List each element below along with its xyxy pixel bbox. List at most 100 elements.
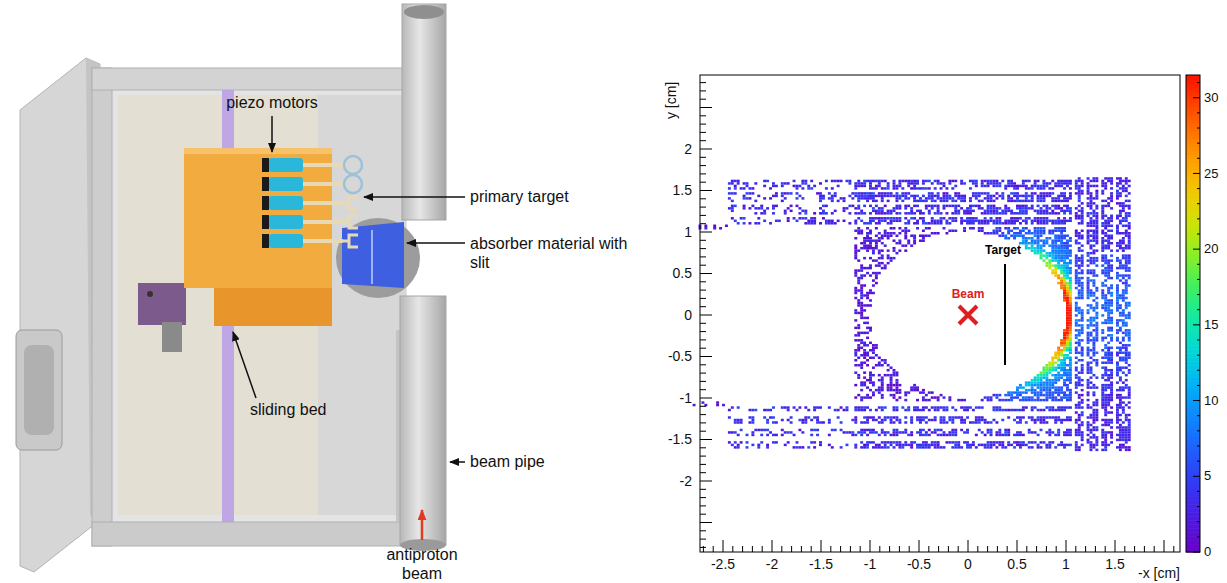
hit-cell: [1022, 239, 1025, 241]
hit-cell: [846, 444, 849, 446]
hit-cell: [1037, 195, 1040, 197]
hit-cell: [922, 234, 925, 236]
hit-cell: [875, 347, 878, 349]
hit-cell: [1031, 381, 1034, 383]
hit-cell: [875, 187, 878, 189]
hit-cell: [895, 386, 898, 388]
hit-cell: [860, 289, 863, 291]
hit-cell: [887, 234, 890, 236]
hit-cell: [1025, 444, 1028, 446]
hit-cell: [875, 210, 878, 212]
hit-cell: [863, 242, 866, 244]
hit-cell: [854, 419, 857, 421]
hit-cell: [763, 185, 766, 187]
hit-cell: [787, 406, 790, 408]
hit-cell: [860, 446, 863, 448]
hit-cell: [772, 195, 775, 197]
hit-cell: [872, 366, 875, 368]
hit-cell: [740, 187, 743, 189]
hit-cell: [916, 399, 919, 401]
hit-cell: [884, 359, 887, 361]
hit-cell: [834, 180, 837, 182]
hit-cell: [1025, 391, 1028, 393]
hit-cell: [854, 406, 857, 408]
hit-cell: [875, 180, 878, 182]
hit-cell: [978, 200, 981, 202]
hit-cell: [796, 197, 799, 199]
hit-cell: [904, 429, 907, 431]
hit-cell: [1031, 391, 1034, 393]
hit-cell: [860, 182, 863, 184]
hit-cell: [954, 180, 957, 182]
hit-cell: [910, 210, 913, 212]
hit-cell: [743, 182, 746, 184]
hit-cell: [887, 237, 890, 239]
hit-cell: [857, 192, 860, 194]
hit-cell: [860, 389, 863, 391]
hit-cell: [743, 207, 746, 209]
hit-cell: [887, 262, 890, 264]
hit-cell: [993, 195, 996, 197]
hit-cell: [884, 234, 887, 236]
hit-cell: [887, 210, 890, 212]
hit-cell: [1013, 227, 1016, 229]
hit-cell: [1037, 205, 1040, 207]
hit-cell: [913, 409, 916, 411]
hit-cell: [763, 180, 766, 182]
hit-cell: [831, 220, 834, 222]
hit-cell: [1007, 210, 1010, 212]
hit-cell: [863, 354, 866, 356]
hit-cell: [869, 416, 872, 418]
hit-cell: [1007, 431, 1010, 433]
hit-cell: [766, 419, 769, 421]
hit-cell: [813, 217, 816, 219]
hit-cell: [878, 272, 881, 274]
hit-cell: [1007, 409, 1010, 411]
hit-cell: [857, 249, 860, 251]
hit-cell: [890, 419, 893, 421]
hit-cell: [898, 205, 901, 207]
hit-cell: [1025, 399, 1028, 401]
hit-cell: [854, 446, 857, 448]
hit-cell: [969, 421, 972, 423]
hit-cell: [966, 429, 969, 431]
hit-cell: [969, 210, 972, 212]
hit-cell: [769, 222, 772, 224]
hit-cell: [801, 180, 804, 182]
hit-cell: [796, 187, 799, 189]
hit-cell: [951, 431, 954, 433]
hit-cell: [1037, 197, 1040, 199]
hit-cell: [810, 222, 813, 224]
hit-cell: [1001, 441, 1004, 443]
motor-rod: [303, 220, 343, 224]
hit-cell: [863, 237, 866, 239]
hit-cell: [772, 212, 775, 214]
hit-cell: [743, 217, 746, 219]
hit-cell: [922, 391, 925, 393]
hit-cell: [801, 421, 804, 423]
hit-cell: [1016, 195, 1019, 197]
hit-cell: [725, 225, 728, 227]
hit-cell: [960, 195, 963, 197]
hit-cell: [895, 399, 898, 401]
hit-cell: [866, 200, 869, 202]
hit-cell: [1031, 232, 1034, 234]
hit-cell: [1025, 195, 1028, 197]
hit-cell: [781, 182, 784, 184]
hit-cell: [869, 304, 872, 306]
hit-cell: [866, 304, 869, 306]
hit-cell: [1042, 409, 1045, 411]
hit-cell: [810, 429, 813, 431]
hit-cell: [943, 207, 946, 209]
hit-cell: [860, 309, 863, 311]
hit-cell: [881, 254, 884, 256]
hit-cell: [925, 434, 928, 436]
hit-cell: [951, 434, 954, 436]
hit-cell: [1022, 220, 1025, 222]
hit-cell: [887, 386, 890, 388]
hit-cell: [854, 349, 857, 351]
hit-cell: [987, 421, 990, 423]
hit-cell: [793, 406, 796, 408]
hit-cell: [1031, 205, 1034, 207]
